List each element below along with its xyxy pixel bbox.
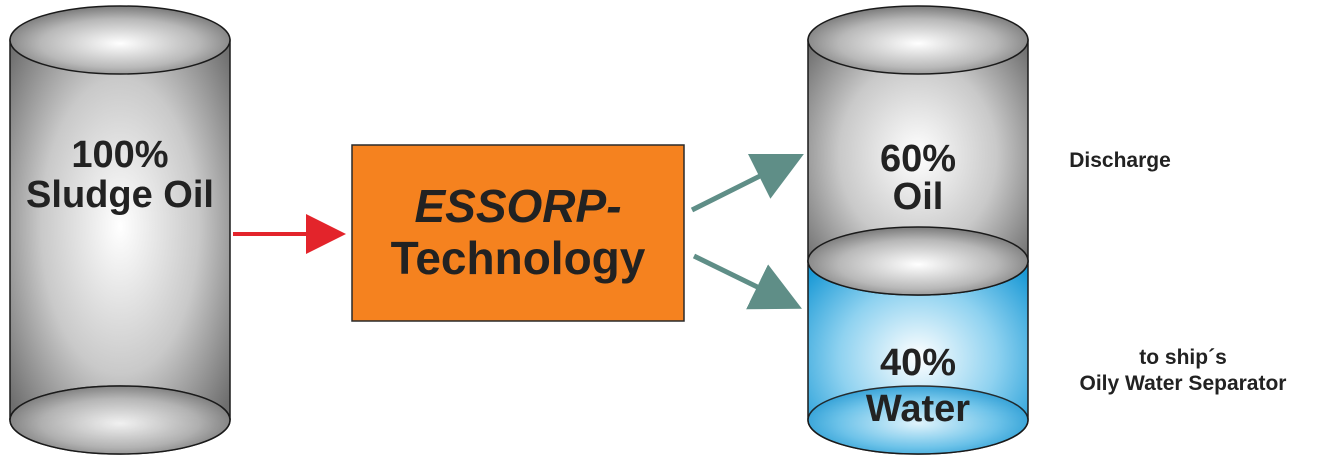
oil-destination: Discharge	[1069, 149, 1171, 172]
water-label: Water	[865, 388, 971, 430]
source-cylinder	[9, 5, 231, 455]
water-percent: 40%	[879, 342, 957, 384]
source-label: Sludge Oil	[26, 174, 214, 216]
process-name: ESSORP-	[414, 180, 622, 232]
process-box	[351, 144, 685, 322]
water-cylinder	[807, 260, 1029, 455]
process-suffix: Technology	[390, 232, 646, 284]
oil-percent: 60%	[879, 138, 957, 180]
output-arrow-oil	[690, 154, 804, 213]
source-percent: 100%	[71, 134, 169, 176]
output-arrow-water	[692, 253, 802, 310]
oil-label: Oil	[892, 176, 944, 218]
water-destination-line1: to ship´s	[1139, 346, 1227, 369]
water-destination-line2: Oily Water Separator	[1079, 372, 1287, 395]
oil-cylinder	[807, 5, 1029, 296]
